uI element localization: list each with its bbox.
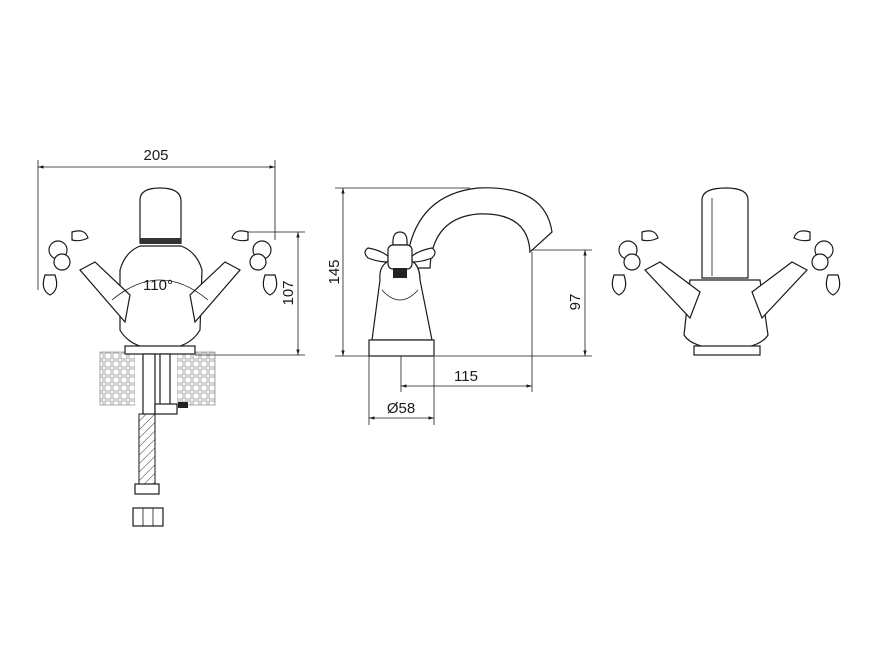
dimension-base-diameter: Ø58 <box>368 356 435 425</box>
base-rear <box>693 345 761 356</box>
spout-side <box>405 187 553 269</box>
side-cross-handle <box>364 231 436 278</box>
right-arm <box>189 261 241 324</box>
base-front <box>124 345 196 355</box>
flexible-hose <box>138 413 156 485</box>
rear-right-arm <box>751 261 808 320</box>
dimension-spout-reach: 115 <box>400 252 533 392</box>
fixing-clip <box>178 402 188 408</box>
left-arm <box>79 261 131 324</box>
dim-label-97: 97 <box>567 294 584 311</box>
rear-right-cross-handle <box>793 230 841 296</box>
dim-label-205: 205 <box>143 147 168 164</box>
dimension-handle-height: 107 <box>195 231 305 356</box>
right-cross-handle <box>231 230 278 296</box>
dimension-overall-width: 205 <box>37 147 276 290</box>
spout-front <box>139 187 182 244</box>
angle-label: 110° <box>143 277 173 294</box>
angle-arc <box>111 279 209 301</box>
hose-nut <box>132 507 164 527</box>
aerator <box>140 238 181 244</box>
dim-label-115: 115 <box>454 368 478 385</box>
dim-label-145: 145 <box>326 259 343 284</box>
front-view: 205 107 <box>37 147 305 527</box>
side-view: 145 97 115 Ø58 <box>326 187 592 425</box>
left-cross-handle <box>42 230 89 296</box>
fixing-nut <box>154 403 178 415</box>
shank <box>142 353 156 415</box>
dimension-spout-height: 97 <box>435 249 592 357</box>
fixing-rod <box>159 353 171 410</box>
hose-ferrule <box>134 483 160 495</box>
rear-left-cross-handle <box>611 230 659 296</box>
base-side <box>368 339 435 357</box>
rear-left-arm <box>644 261 701 320</box>
tap-body-front <box>119 245 203 351</box>
dimension-overall-height: 145 <box>326 187 470 357</box>
dim-label-58: Ø58 <box>387 400 415 417</box>
dim-label-107: 107 <box>280 280 297 305</box>
spout-rear <box>701 187 749 279</box>
rear-view <box>611 187 841 356</box>
